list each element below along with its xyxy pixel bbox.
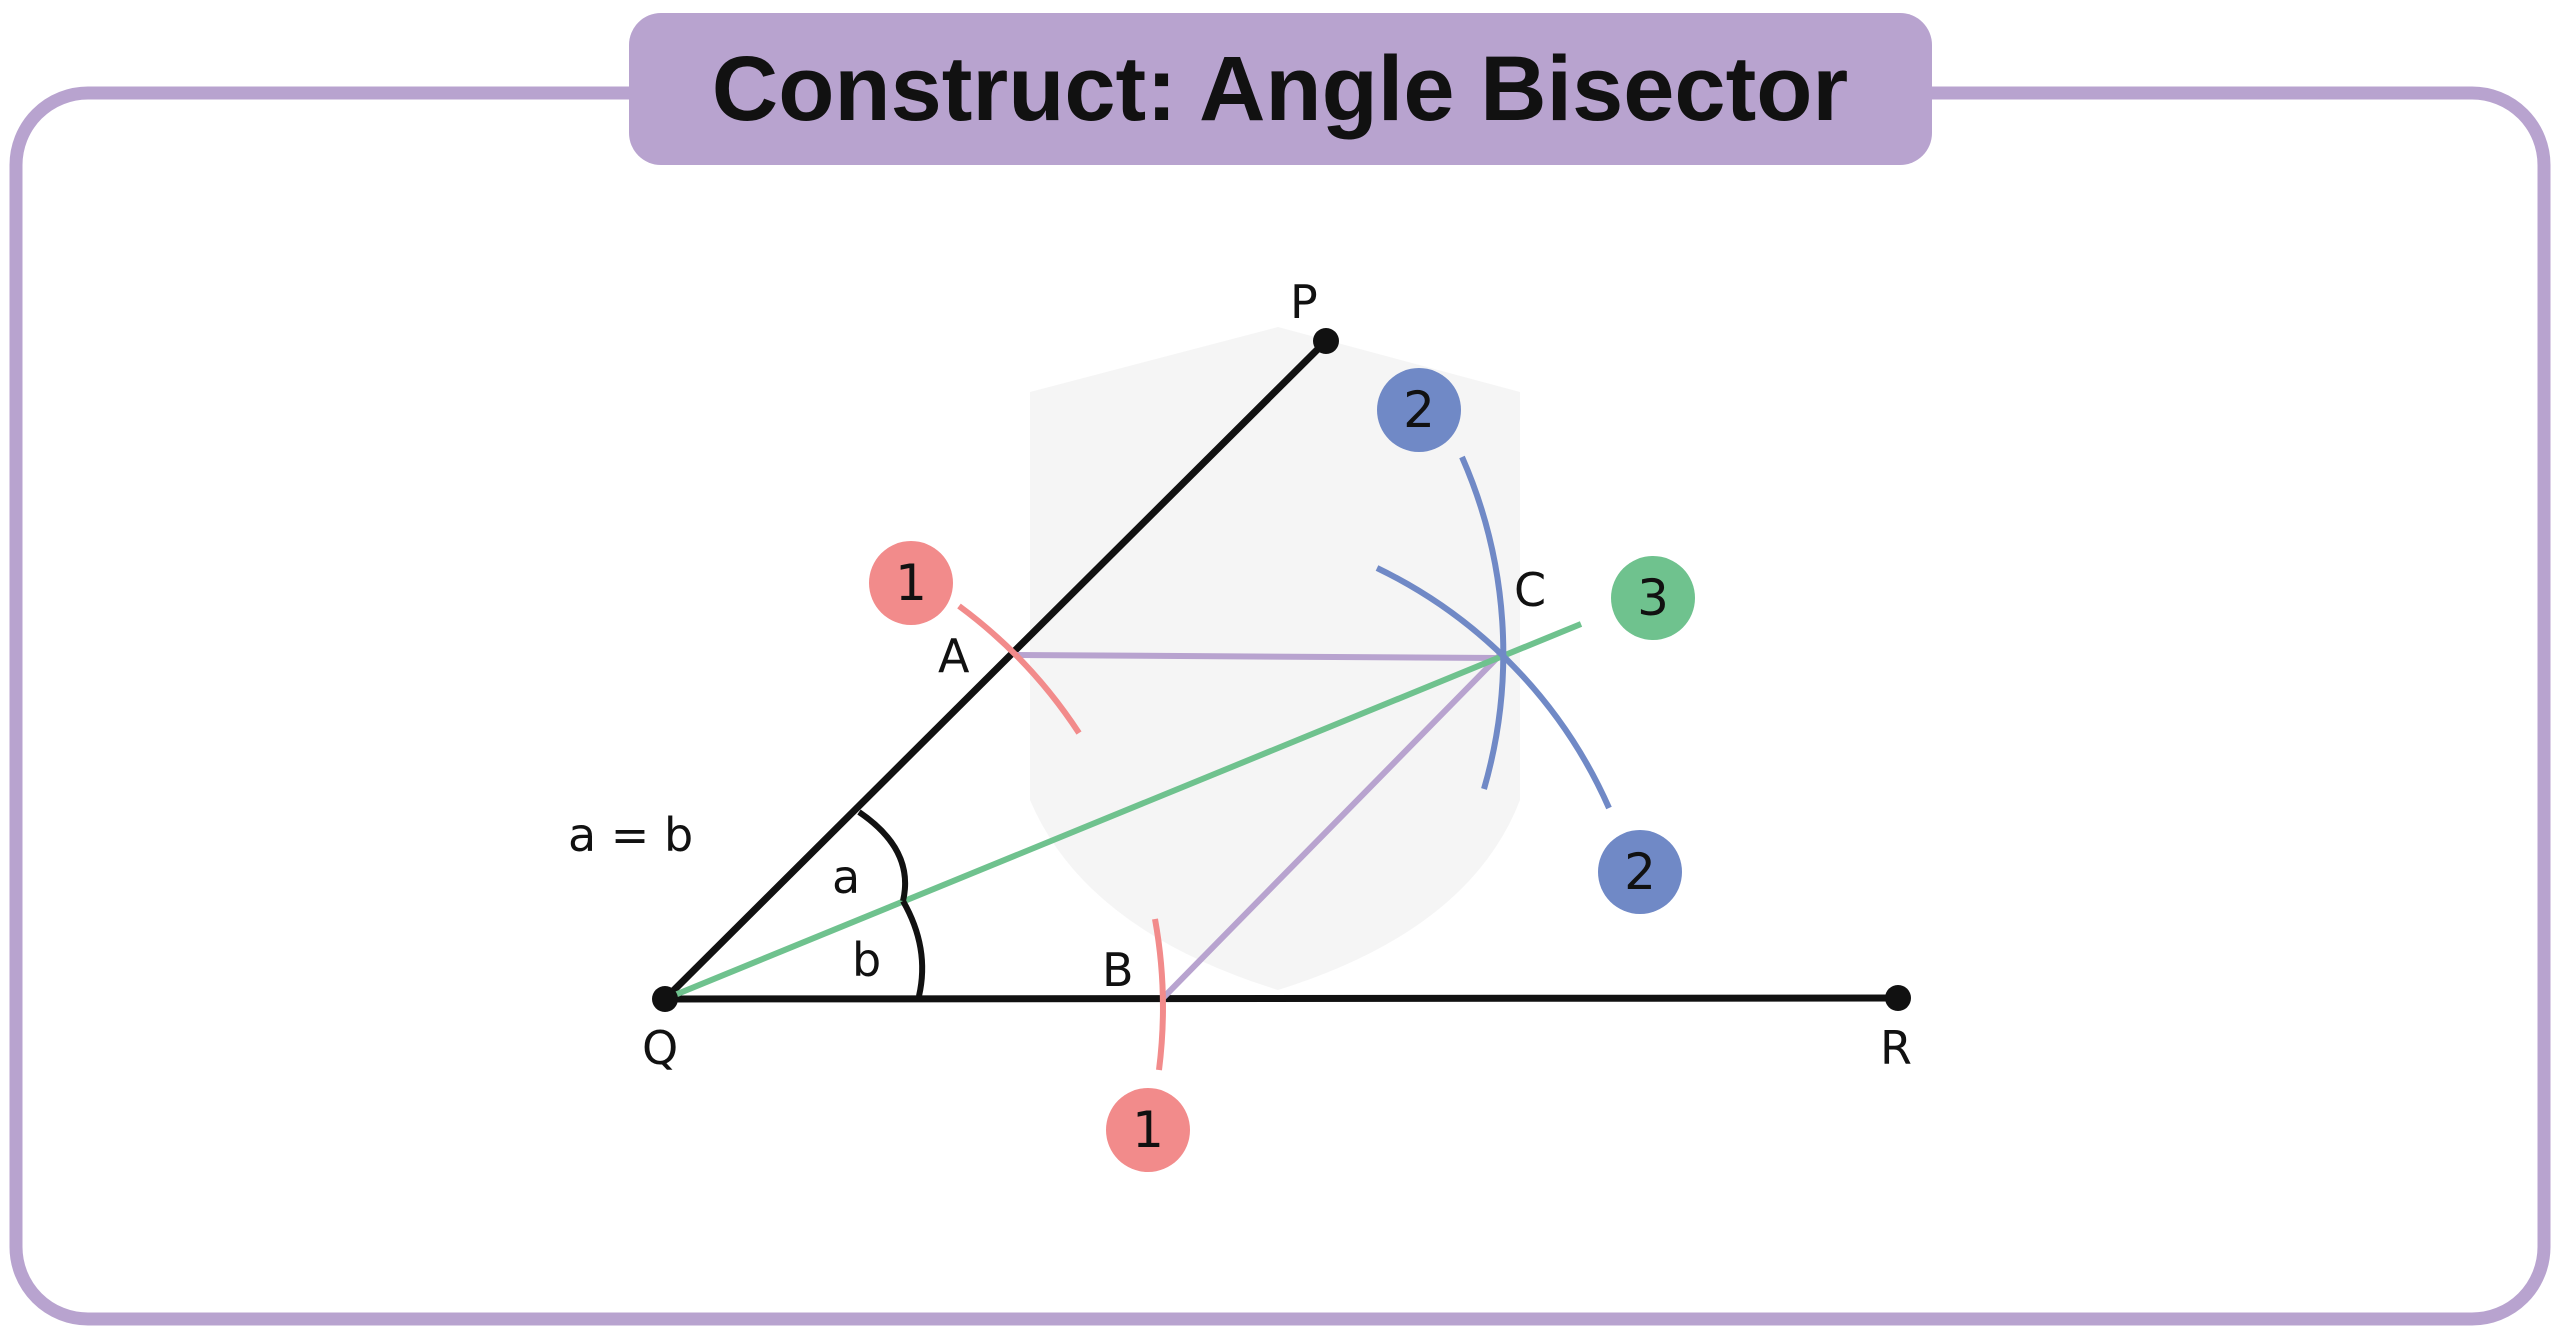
arc-step1-a xyxy=(957,603,1082,735)
arc-step2-from-a xyxy=(1459,455,1507,790)
label-q: Q xyxy=(642,1021,678,1075)
point-p xyxy=(1313,328,1339,354)
equation-label: a = b xyxy=(568,808,693,862)
point-r xyxy=(1885,985,1911,1011)
angle-label-a: a xyxy=(832,850,860,904)
svg-text:2: 2 xyxy=(1624,843,1656,901)
title: Construct: Angle Bisector xyxy=(712,38,1848,140)
bisector-line xyxy=(663,621,1583,1002)
svg-text:1: 1 xyxy=(895,554,927,612)
segment-ac xyxy=(1015,652,1500,661)
label-c: C xyxy=(1514,563,1546,617)
label-p: P xyxy=(1290,275,1318,329)
svg-text:2: 2 xyxy=(1403,381,1435,439)
step-badge-1-bottom: 1 xyxy=(1106,1088,1190,1172)
ray-qr xyxy=(664,994,1899,1003)
angle-label-b: b xyxy=(852,933,881,987)
step-badge-3: 3 xyxy=(1611,556,1695,640)
step-badge-2-bottom: 2 xyxy=(1598,830,1682,914)
segment-bc xyxy=(1160,653,1502,1001)
label-b: B xyxy=(1102,943,1134,997)
step-badge-2-top: 2 xyxy=(1377,368,1461,452)
svg-text:1: 1 xyxy=(1132,1101,1164,1159)
arc-step1-b xyxy=(1152,918,1166,1071)
step-badge-1-top: 1 xyxy=(869,541,953,625)
svg-text:3: 3 xyxy=(1637,569,1669,627)
angle-arc-a xyxy=(857,809,909,902)
label-r: R xyxy=(1880,1021,1912,1075)
label-a: A xyxy=(938,629,970,683)
point-q xyxy=(652,986,678,1012)
title-banner xyxy=(629,13,1932,165)
angle-arc-b xyxy=(900,899,926,997)
arc-step2-from-b xyxy=(1375,565,1612,810)
ray-qp xyxy=(662,338,1329,1002)
